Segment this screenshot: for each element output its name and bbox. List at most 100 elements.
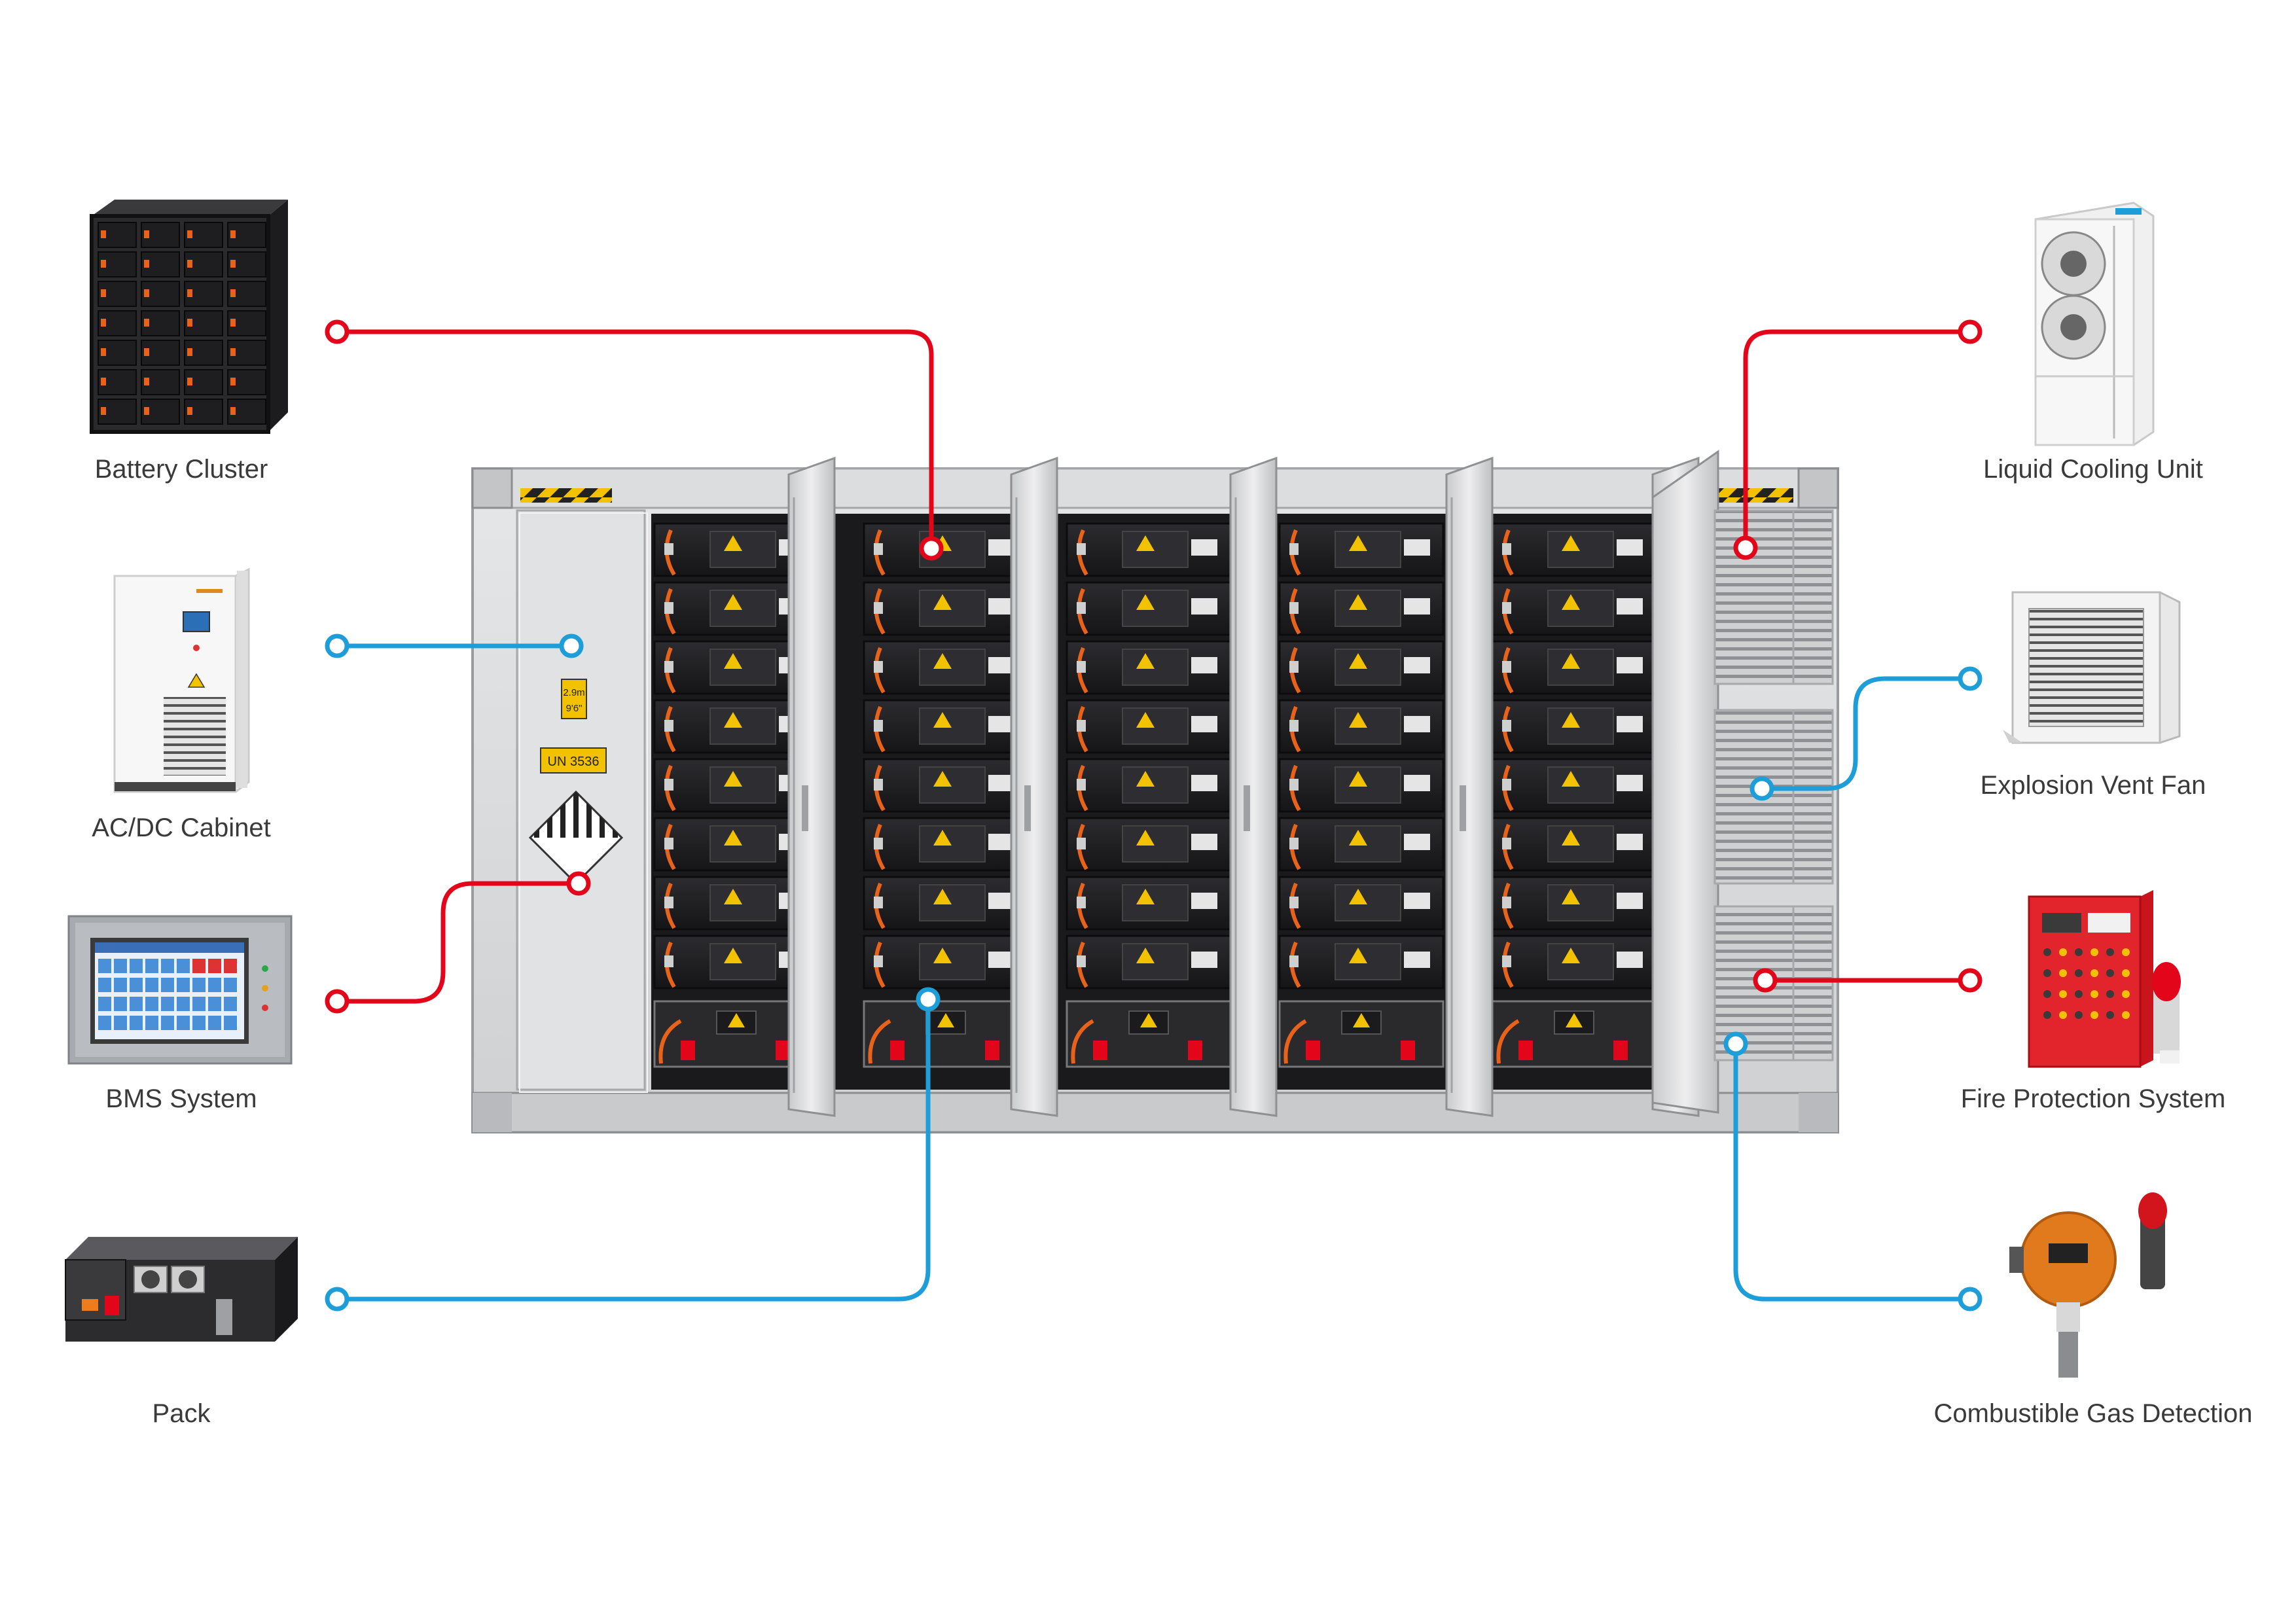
connector-pack bbox=[334, 997, 931, 1302]
control-box bbox=[1066, 1000, 1232, 1068]
bms-tile bbox=[114, 959, 127, 973]
control-box bbox=[1278, 1000, 1444, 1068]
battery-module bbox=[863, 817, 1029, 872]
battery-module bbox=[1066, 699, 1232, 754]
bms-tile bbox=[161, 1016, 174, 1030]
bms-tile bbox=[114, 1016, 127, 1030]
battery-module bbox=[863, 699, 1029, 754]
battery-module bbox=[1278, 817, 1444, 872]
fire-panel-indicator bbox=[2059, 948, 2067, 956]
bms-tile bbox=[208, 959, 221, 973]
battery-module bbox=[1278, 640, 1444, 695]
fire-panel-indicator bbox=[2075, 990, 2083, 998]
fire-panel-indicator bbox=[2106, 990, 2114, 998]
battery-module bbox=[1278, 699, 1444, 754]
node-battery-cluster-outer bbox=[325, 319, 350, 344]
battery-module bbox=[1278, 876, 1444, 931]
open-cabinet-door bbox=[1010, 456, 1058, 1117]
hazard-stripe-left bbox=[520, 488, 612, 503]
node-explosion-vent-fan-outer bbox=[1958, 666, 1982, 691]
battery-module bbox=[1491, 876, 1657, 931]
node-pack-outer bbox=[325, 1287, 350, 1311]
battery-cluster-rack-icon bbox=[90, 200, 288, 434]
battery-module bbox=[863, 876, 1029, 931]
service-door-left bbox=[516, 509, 646, 1091]
fire-panel-indicator bbox=[2043, 948, 2051, 956]
bms-tile bbox=[161, 997, 174, 1011]
battery-module bbox=[863, 581, 1029, 636]
label-fire-protection-system: Fire Protection System bbox=[1960, 1084, 2226, 1113]
open-cabinet-door bbox=[787, 456, 836, 1117]
battery-module bbox=[1491, 935, 1657, 990]
bms-tile bbox=[161, 978, 174, 992]
fire-panel-indicator bbox=[2059, 990, 2067, 998]
node-explosion-vent-fan-inner bbox=[1749, 776, 1774, 801]
battery-module bbox=[863, 758, 1029, 813]
bms-tile bbox=[130, 959, 143, 973]
fire-panel-indicator bbox=[2043, 969, 2051, 977]
bms-tile bbox=[224, 978, 237, 992]
battery-module bbox=[1278, 581, 1444, 636]
rack-cell bbox=[184, 222, 223, 248]
control-box bbox=[863, 1000, 1029, 1068]
connector-battery-cluster bbox=[334, 329, 934, 551]
bms-tile bbox=[130, 978, 143, 992]
battery-module bbox=[1491, 640, 1657, 695]
battery-module bbox=[1278, 935, 1444, 990]
bms-tile bbox=[145, 959, 158, 973]
fire-panel-indicator bbox=[2122, 1011, 2130, 1019]
battery-module bbox=[653, 876, 819, 931]
battery-module bbox=[1491, 817, 1657, 872]
bms-tile bbox=[98, 1016, 111, 1030]
rack-cell bbox=[98, 251, 137, 277]
gas-detector-icon bbox=[2009, 1192, 2167, 1378]
fire-panel-indicator bbox=[2059, 1011, 2067, 1019]
label-pack: Pack bbox=[152, 1399, 211, 1428]
fire-alarm-panel-icon bbox=[2028, 890, 2181, 1068]
battery-module bbox=[1066, 522, 1232, 577]
node-combustible-gas-detection-outer bbox=[1958, 1287, 1982, 1311]
louver-panels bbox=[1713, 509, 1834, 1061]
bms-tile bbox=[177, 1016, 190, 1030]
control-box bbox=[1491, 1000, 1657, 1068]
fire-panel-indicator bbox=[2043, 1011, 2051, 1019]
liquid-cooling-unit-icon bbox=[2034, 202, 2155, 446]
battery-module bbox=[863, 935, 1029, 990]
battery-module bbox=[1278, 758, 1444, 813]
bms-tile bbox=[208, 1016, 221, 1030]
bms-tile bbox=[192, 997, 206, 1011]
connector-liquid-cooling-unit bbox=[1743, 329, 1966, 550]
fire-panel-indicator bbox=[2106, 948, 2114, 956]
fire-panel-indicator bbox=[2090, 969, 2098, 977]
bms-tile bbox=[177, 978, 190, 992]
bms-tile bbox=[208, 997, 221, 1011]
bms-tile bbox=[145, 978, 158, 992]
bms-touch-panel-icon bbox=[67, 915, 293, 1065]
energy-storage-container: 2.9m 9'6" UN 3536 bbox=[471, 450, 1839, 1133]
label-combustible-gas-detection: Combustible Gas Detection bbox=[1933, 1399, 2253, 1428]
node-fire-protection-system-inner bbox=[1753, 968, 1778, 993]
rack-cell bbox=[227, 251, 266, 277]
battery-module bbox=[1066, 817, 1232, 872]
bms-tile bbox=[114, 997, 127, 1011]
battery-module bbox=[1491, 581, 1657, 636]
fire-panel-indicator bbox=[2122, 990, 2130, 998]
cabinet-doors bbox=[787, 450, 1719, 1117]
bms-tile bbox=[98, 959, 111, 973]
battery-module bbox=[1066, 935, 1232, 990]
label-explosion-vent-fan: Explosion Vent Fan bbox=[1980, 771, 2206, 800]
bms-tile bbox=[192, 1016, 206, 1030]
height-mark-label: 2.9m 9'6" bbox=[561, 679, 587, 719]
connector-bms-system bbox=[334, 881, 580, 1004]
battery-module bbox=[1066, 581, 1232, 636]
fire-panel-indicator bbox=[2122, 969, 2130, 977]
bms-tile bbox=[161, 959, 174, 973]
height-mark-line1: 2.9m bbox=[563, 687, 584, 698]
fire-panel-indicator bbox=[2090, 1011, 2098, 1019]
node-ac-dc-cabinet-outer bbox=[325, 633, 350, 658]
node-battery-cluster-inner bbox=[919, 536, 944, 561]
node-liquid-cooling-unit-inner bbox=[1733, 535, 1758, 560]
bms-tile bbox=[130, 997, 143, 1011]
battery-module bbox=[1066, 640, 1232, 695]
